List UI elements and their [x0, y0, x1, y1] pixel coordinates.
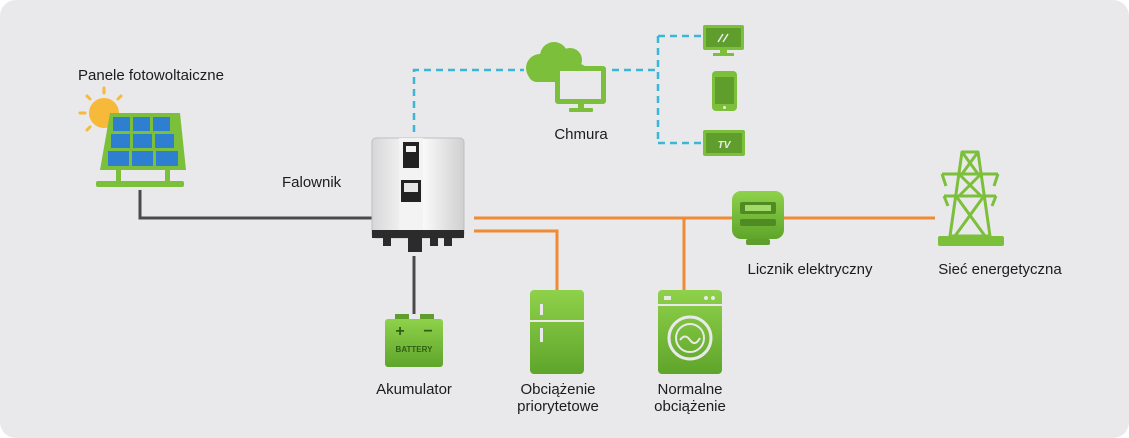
cloud-to-devices-line: [612, 34, 702, 145]
fridge-icon: [530, 290, 584, 374]
normal-load-label-line1: Normalne: [657, 381, 723, 398]
cloud-monitor-icon: [555, 66, 606, 112]
normal-load-label: Normalne obciążenie: [654, 381, 726, 415]
tv-icon-text: TV: [718, 140, 732, 151]
inverter-icon: [371, 137, 465, 252]
washing-machine-icon: [658, 290, 722, 374]
inverter-label: Falownik: [282, 174, 342, 191]
panels-label: Panele fotowoltaiczne: [78, 67, 224, 84]
inverter-to-priority-load-line: [474, 229, 559, 290]
meter-label: Licznik elektryczny: [747, 261, 873, 278]
battery-icon: + − BATTERY: [385, 314, 443, 367]
smartphone-icon: [712, 71, 737, 111]
tv-icon: TV: [703, 130, 745, 156]
battery-text: BATTERY: [396, 345, 434, 354]
cloud-label: Chmura: [554, 126, 608, 143]
priority-load-label-line1: Obciążenie: [520, 381, 596, 398]
tower-base-icon: [938, 236, 1004, 246]
priority-load-label: Obciążenie priorytetowe: [517, 381, 599, 415]
priority-load-label-line2: priorytetowe: [517, 398, 599, 415]
electric-meter-icon: [732, 191, 784, 245]
pv-to-inverter-line: [138, 190, 372, 220]
desktop-monitor-icon: [703, 25, 744, 56]
battery-label: Akumulator: [376, 381, 452, 398]
normal-load-label-line2: obciążenie: [654, 398, 726, 415]
solar-panel-icon: [78, 86, 186, 187]
grid-label: Sieć energetyczna: [938, 261, 1062, 278]
connections: [138, 34, 935, 314]
inverter-to-cloud-line: [412, 68, 524, 132]
battery-minus-text: −: [423, 323, 432, 340]
battery-plus-text: +: [395, 323, 404, 340]
transmission-tower-icon: [940, 150, 1000, 238]
